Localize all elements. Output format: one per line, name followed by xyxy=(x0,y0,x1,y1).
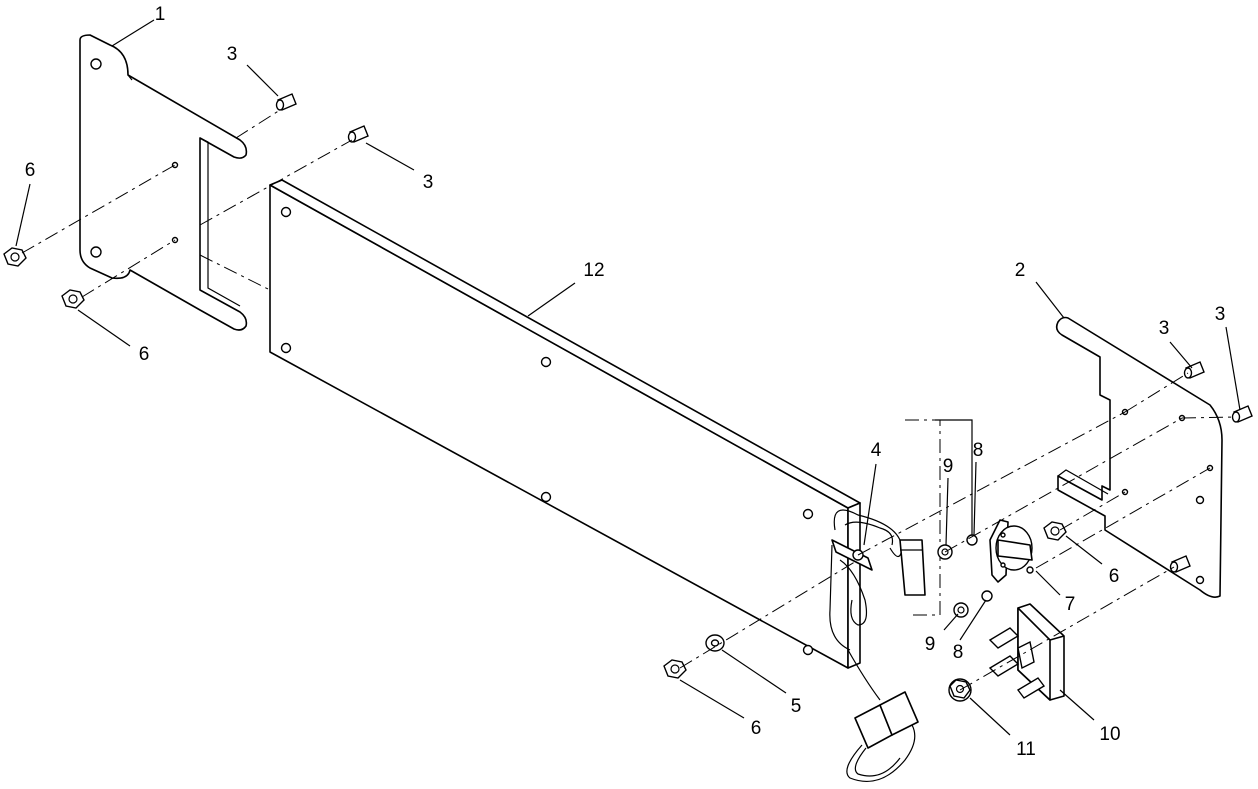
washer-5 xyxy=(705,634,725,652)
screw-9b xyxy=(953,602,969,618)
nut-6b xyxy=(61,289,85,309)
part-2-right-bracket xyxy=(1055,316,1223,598)
callout-8a: 8 xyxy=(973,440,984,461)
assembly-lines xyxy=(21,109,1237,691)
callout-3a: 3 xyxy=(227,44,238,65)
callout-3b: 3 xyxy=(423,172,434,193)
nut-6a xyxy=(3,247,27,267)
pin-3c xyxy=(1183,361,1205,379)
callout-10: 10 xyxy=(1099,724,1120,745)
leader-lines xyxy=(15,19,1241,736)
pin-3a xyxy=(275,93,297,111)
pin-3d xyxy=(1231,405,1253,423)
washer-8b xyxy=(981,590,993,602)
wire-connector xyxy=(846,691,919,782)
callout-1: 1 xyxy=(155,4,166,25)
part-1-left-bracket xyxy=(79,34,248,331)
callout-12: 12 xyxy=(583,260,604,281)
callout-5: 5 xyxy=(791,696,802,717)
callout-6c: 6 xyxy=(1109,566,1120,587)
part-4-terminal xyxy=(829,419,973,701)
callout-4: 4 xyxy=(871,440,882,461)
callout-3c: 3 xyxy=(1159,318,1170,339)
part-10-relay xyxy=(988,603,1065,701)
nut-6d xyxy=(663,659,687,679)
callout-9a: 9 xyxy=(943,456,954,477)
callout-11: 11 xyxy=(1016,739,1036,760)
pin-3b xyxy=(347,125,369,143)
callout-6a: 6 xyxy=(25,160,36,181)
washer-8a xyxy=(966,534,978,546)
callout-3d: 3 xyxy=(1215,304,1226,325)
callout-9b: 9 xyxy=(925,634,936,655)
callout-6b: 6 xyxy=(139,344,150,365)
part-12-plate xyxy=(269,179,861,669)
nut-6c xyxy=(1043,521,1067,541)
part-7-thermostat xyxy=(989,519,1034,583)
callout-6d: 6 xyxy=(751,718,762,739)
callout-8b: 8 xyxy=(953,642,964,663)
callout-2: 2 xyxy=(1015,260,1026,281)
callout-7: 7 xyxy=(1065,594,1076,615)
callout-labels: 1 2 3 3 3 3 4 5 6 6 6 6 7 8 8 9 9 10 11 … xyxy=(25,4,1226,760)
